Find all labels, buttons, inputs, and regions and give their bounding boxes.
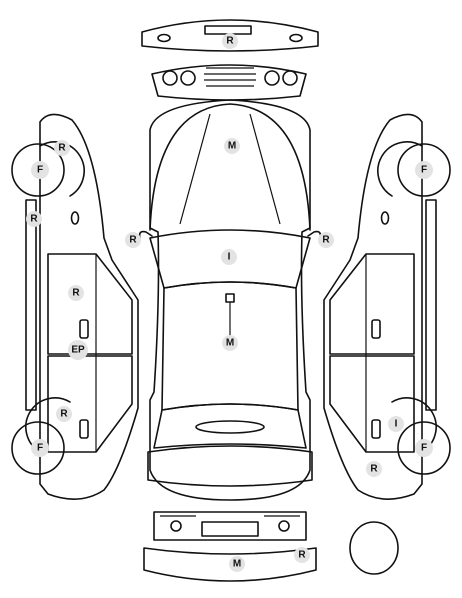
svg-text:I: I <box>395 419 398 430</box>
badge-windshield[interactable]: I <box>221 249 237 265</box>
right-side-view[interactable] <box>323 113 437 500</box>
svg-text:R: R <box>322 235 330 246</box>
svg-text:F: F <box>37 443 43 454</box>
badge-right-rear-quarter[interactable]: R <box>366 461 382 477</box>
badge-right-rear-wheel[interactable]: F <box>415 439 433 457</box>
svg-text:R: R <box>226 36 234 47</box>
badge-roof[interactable]: M <box>222 335 238 351</box>
car-body-top-view[interactable] <box>138 99 322 501</box>
svg-text:M: M <box>226 338 234 349</box>
spare-wheel[interactable] <box>349 521 399 575</box>
svg-text:R: R <box>60 409 68 420</box>
badge-right-front-wheel[interactable]: F <box>415 161 433 179</box>
right-front-wheel[interactable] <box>397 143 451 197</box>
badge-rear-bumper-corner[interactable]: R <box>294 547 310 563</box>
svg-text:I: I <box>228 252 231 263</box>
left-rear-wheel[interactable] <box>11 421 65 475</box>
svg-text:M: M <box>233 559 241 570</box>
badge-left-front-wheel[interactable]: F <box>31 161 49 179</box>
svg-text:R: R <box>72 288 80 299</box>
badge-left-rear-arch[interactable]: R <box>56 406 72 422</box>
svg-text:R: R <box>129 235 137 246</box>
badge-left-front-door[interactable]: R <box>68 285 84 301</box>
badge-left-front-arch[interactable]: R <box>54 140 70 156</box>
badge-left-rear-wheel[interactable]: F <box>31 439 49 457</box>
badge-rear-bumper[interactable]: M <box>229 556 245 572</box>
badge-left-front-fender[interactable]: R <box>26 211 42 227</box>
badge-front-bumper[interactable]: R <box>222 33 238 49</box>
left-front-wheel[interactable] <box>11 143 65 197</box>
svg-text:R: R <box>58 143 66 154</box>
rear-lights[interactable] <box>153 511 307 541</box>
badge-hood[interactable]: M <box>224 138 240 154</box>
front-grille[interactable] <box>151 64 307 101</box>
svg-text:F: F <box>421 165 427 176</box>
rear-bumper[interactable] <box>143 547 317 582</box>
badge-left-door-divider[interactable]: EP <box>68 340 88 360</box>
svg-text:F: F <box>421 443 427 454</box>
left-side-view[interactable] <box>25 113 139 500</box>
svg-text:R: R <box>298 550 306 561</box>
badge-right-rear-marker[interactable]: I <box>388 416 404 432</box>
svg-text:R: R <box>370 464 378 475</box>
badge-right-mirror[interactable]: R <box>318 232 334 248</box>
badge-left-mirror[interactable]: R <box>125 232 141 248</box>
svg-text:R: R <box>30 214 38 225</box>
svg-text:EP: EP <box>71 345 85 356</box>
svg-text:M: M <box>228 141 236 152</box>
svg-text:F: F <box>37 165 43 176</box>
right-rear-wheel[interactable] <box>397 421 451 475</box>
